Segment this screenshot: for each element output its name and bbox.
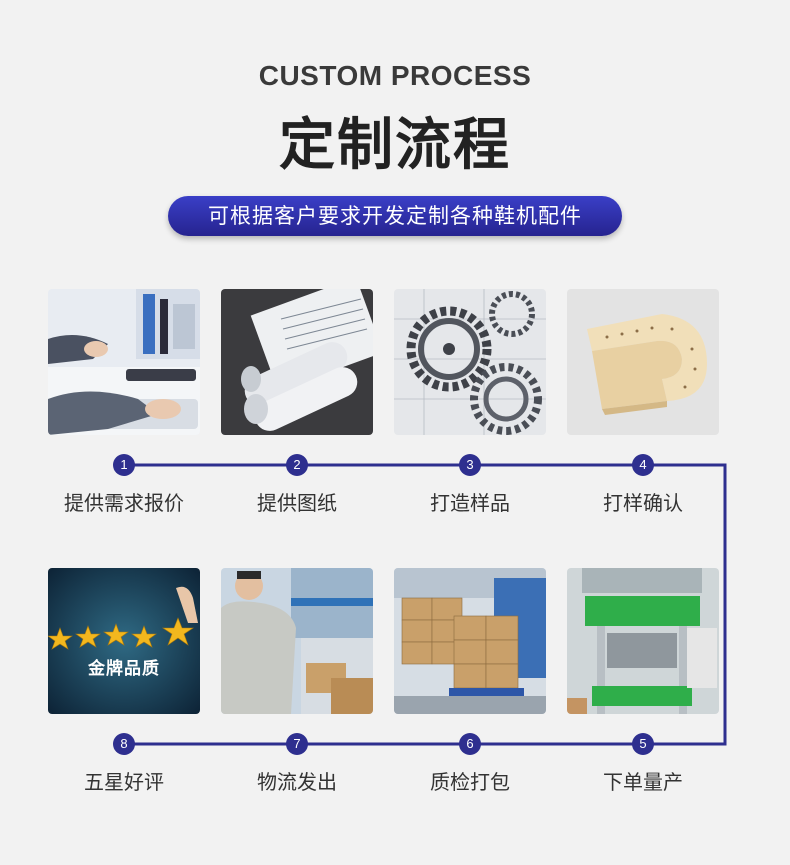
step-number-8: 8 <box>113 733 135 755</box>
step-label-5: 下单量产 <box>603 770 683 794</box>
logistics-worker-photo <box>221 568 373 714</box>
step-number-3: 3 <box>459 454 481 476</box>
step-number-4: 4 <box>632 454 654 476</box>
five-star-rating-photo: 金牌品质 <box>48 568 200 714</box>
green-press-machine-photo <box>567 568 719 714</box>
subtitle-en: CUSTOM PROCESS <box>258 60 532 91</box>
step-label-8: 五星好评 <box>84 770 164 794</box>
step-number-2: 2 <box>286 454 308 476</box>
subtitle-banner: 可根据客户要求开发定制各种鞋机配件 <box>168 196 622 236</box>
step-label-6: 质检打包 <box>430 770 510 794</box>
step-number-5: 5 <box>632 733 654 755</box>
step-number-6: 6 <box>459 733 481 755</box>
step-label-1: 提供需求报价 <box>64 491 184 515</box>
shoe-mold-sample-photo <box>567 289 719 435</box>
gears-photo <box>394 289 546 435</box>
office-keyboard-photo <box>48 289 200 435</box>
page-title: 定制流程 <box>279 113 511 178</box>
step-number-7: 7 <box>286 733 308 755</box>
step-label-4: 打样确认 <box>603 491 683 515</box>
step-number-1: 1 <box>113 454 135 476</box>
step-label-2: 提供图纸 <box>257 491 337 515</box>
step-label-7: 物流发出 <box>257 770 337 794</box>
warehouse-boxes-photo <box>394 568 546 714</box>
blueprint-rolls-photo <box>221 289 373 435</box>
step-label-3: 打造样品 <box>430 491 510 515</box>
gold-quality-text: 金牌品质 <box>88 659 160 679</box>
